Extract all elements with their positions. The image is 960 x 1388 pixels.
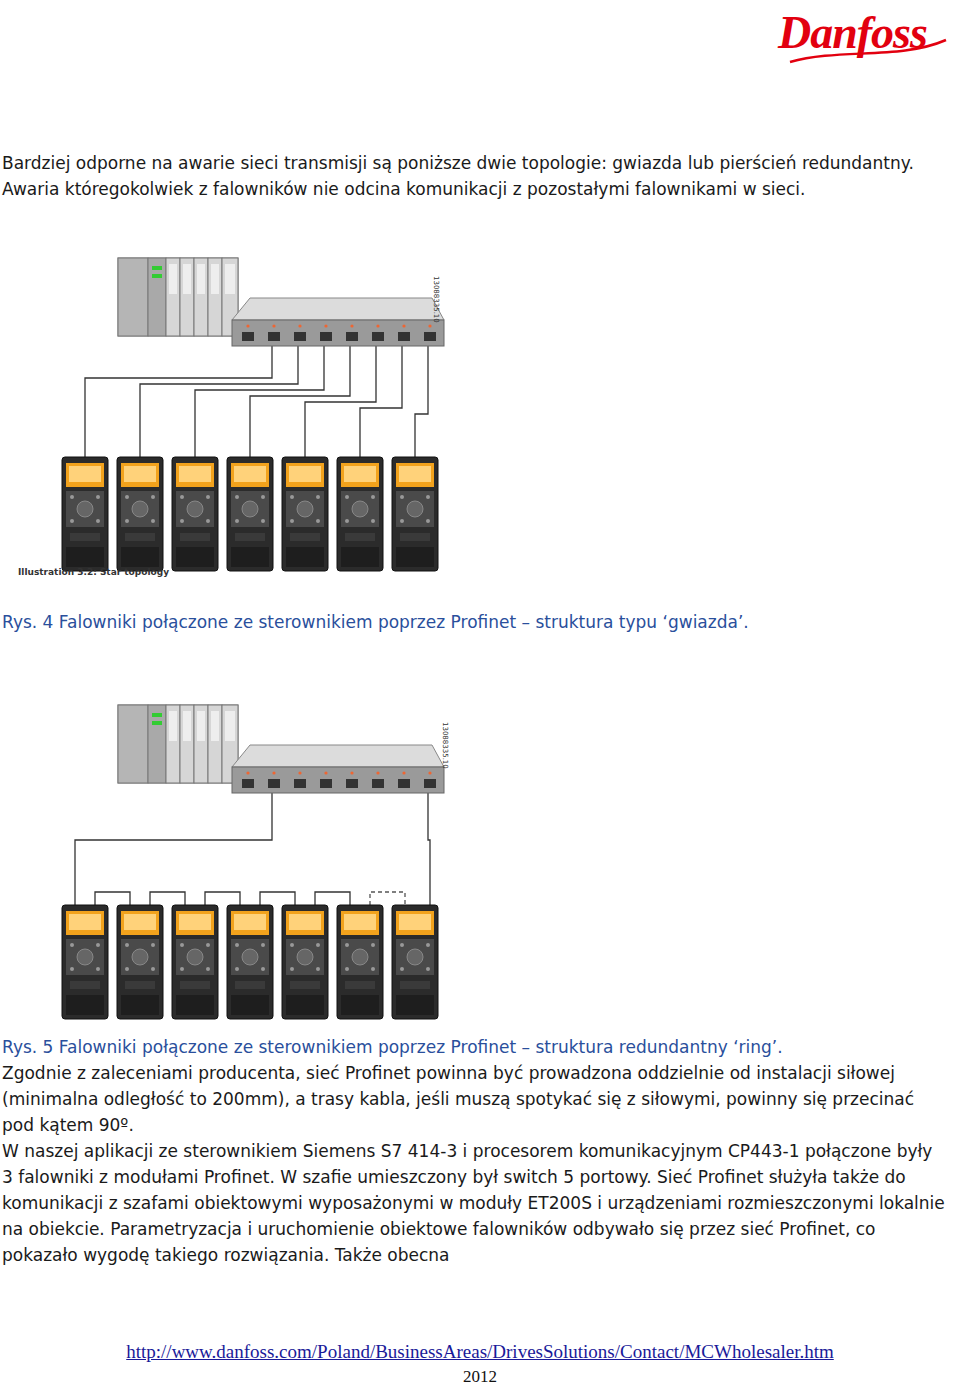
paragraph: Bardziej odporne na awarie sieci transmi… xyxy=(2,150,947,202)
illustration-caption: Illustration 3.2: Star topology xyxy=(18,567,169,577)
footer-year: 2012 xyxy=(0,1367,960,1387)
figure-caption: Rys. 5 Falowniki połączone ze sterowniki… xyxy=(2,1034,947,1060)
paragraph: W naszej aplikacji ze sterownikiem Sieme… xyxy=(2,1138,947,1268)
company-logo: Danfoss xyxy=(778,6,958,59)
paragraph: Zgodnie z zaleceniami producenta, sieć P… xyxy=(2,1060,947,1138)
drawing-number: 13088335.10 xyxy=(432,276,440,323)
figure-caption: Rys. 4 Falowniki połączone ze sterowniki… xyxy=(2,609,947,635)
star-figure xyxy=(62,258,444,571)
drawing-number: 13088335.10 xyxy=(441,722,449,769)
ring-figure xyxy=(62,705,444,1019)
footer-link: http://www.danfoss.com/Poland/BusinessAr… xyxy=(0,1341,960,1363)
